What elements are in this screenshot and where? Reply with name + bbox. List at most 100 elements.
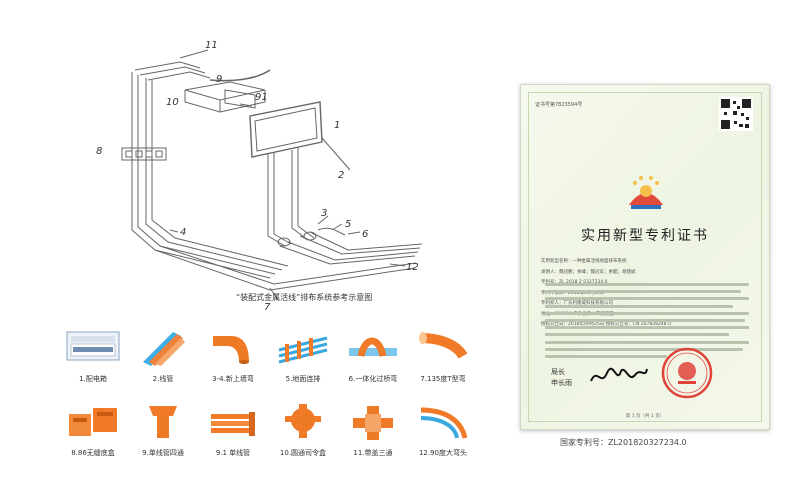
signature-label-chief: 局长 bbox=[551, 368, 565, 376]
diagram-caption: “装配式金属活线”排布系统参考示意图 bbox=[236, 293, 373, 302]
leader-12 bbox=[389, 263, 406, 267]
certificate-line: 专利权人：广东利建威科技有限公司 bbox=[541, 301, 613, 306]
part-label: 1.配电箱 bbox=[79, 375, 107, 383]
floor-connector-icon bbox=[273, 321, 333, 371]
label-91: 91 bbox=[255, 92, 268, 103]
long-run-7a bbox=[154, 249, 416, 291]
part-label: 9.1 单线管 bbox=[215, 449, 251, 457]
bridge-bend-5a bbox=[277, 237, 291, 247]
part-label: 2.线管 bbox=[152, 375, 174, 383]
top-pipe-c bbox=[147, 71, 211, 81]
part-single-pipe: 9.1 单线管 bbox=[203, 395, 263, 463]
patent-certificate: 证书号第7823594号 实用新型专利证书 实用新型名称：一种金属活线地面排布系… bbox=[520, 84, 770, 430]
bridge-bend-5b bbox=[303, 231, 317, 241]
signature-title: 局长 申长雨 bbox=[551, 367, 572, 389]
part-label: 3-4.新上墙弯 bbox=[212, 375, 254, 383]
label-7: 7 bbox=[264, 302, 271, 313]
panel-pipe-d bbox=[297, 148, 315, 239]
label-4: 4 bbox=[180, 227, 186, 238]
cable-9 bbox=[209, 69, 271, 82]
leader-3 bbox=[317, 215, 329, 225]
patent-emblem-icon bbox=[629, 176, 663, 209]
part-distribution-box: 1.配电箱 bbox=[63, 321, 123, 389]
part-label: 6.一体化过桥弯 bbox=[348, 375, 398, 383]
connector-6 bbox=[317, 227, 346, 236]
long-run-7b bbox=[159, 245, 417, 285]
certificate-inner-border bbox=[528, 92, 762, 422]
system-diagram: 11 9 91 10 1 8 2 3 5 6 4 12 7 bbox=[60, 20, 460, 315]
panel-pipe-c bbox=[291, 150, 309, 241]
part-tee-cover: 11.带盖三通 bbox=[343, 395, 403, 463]
leader-2 bbox=[321, 137, 351, 171]
panel-1-inner bbox=[254, 107, 318, 152]
part-floor-connector: 5.地面连排 bbox=[273, 321, 333, 389]
tee-cover-icon bbox=[343, 395, 403, 445]
panel-1 bbox=[249, 101, 323, 158]
certificate-line: 专利号：ZL 2018 2 0327234.0 bbox=[541, 278, 751, 289]
leader-4 bbox=[169, 229, 179, 233]
single-pipe-icon bbox=[203, 395, 263, 445]
bridge-bend-icon bbox=[343, 321, 403, 371]
part-big-elbow: 12.90度大弯头 bbox=[413, 395, 473, 463]
vertical-pipe-1 bbox=[131, 72, 271, 279]
connector-8-slot-b bbox=[135, 150, 143, 158]
certificate-line: 发明人：魏冠鹏；余峰；魏冠军；余鲲；胡建斌 bbox=[541, 269, 636, 275]
certificate-body-text bbox=[545, 283, 749, 362]
part-t-bend: 7.135度T型弯 bbox=[413, 321, 473, 389]
certificate-title: 实用新型专利证书 bbox=[581, 228, 709, 244]
label-1: 1 bbox=[334, 120, 340, 131]
floor-run-a bbox=[279, 245, 416, 265]
leader-7 bbox=[269, 287, 279, 301]
part-bridge-bend: 6.一体化过桥弯 bbox=[343, 321, 403, 389]
panel-pipe-a bbox=[267, 154, 286, 247]
floor-run-b bbox=[287, 241, 419, 261]
certificate-line: 实用新型名称：一种金属活线地面排布系统 bbox=[541, 259, 627, 264]
label-10: 10 bbox=[166, 97, 179, 108]
label-8: 8 bbox=[96, 146, 102, 157]
top-pipe-b bbox=[139, 66, 206, 76]
big-elbow-icon bbox=[413, 395, 473, 445]
connector-8-slot-c bbox=[145, 150, 153, 158]
part-seamless-box: 8.86无缝底盒 bbox=[63, 395, 123, 463]
leader-11 bbox=[179, 49, 209, 59]
label-11: 11 bbox=[205, 40, 218, 51]
t-bend-icon bbox=[413, 321, 473, 371]
certificate-line: 授权公告日：2018年09月25日 授权公告号：CN 207828248 U bbox=[541, 322, 672, 327]
junction-box-91 bbox=[224, 89, 256, 109]
seamless-box-icon bbox=[63, 395, 123, 445]
connector-8 bbox=[121, 147, 167, 161]
four-way-icon bbox=[133, 395, 193, 445]
round-box-icon bbox=[273, 395, 333, 445]
signature-label-name: 申长雨 bbox=[551, 379, 572, 387]
floor-run-c bbox=[299, 235, 421, 255]
signature-icon bbox=[590, 367, 648, 382]
label-6: 6 bbox=[362, 229, 368, 240]
qr-code-icon bbox=[719, 97, 753, 131]
leader-91 bbox=[239, 103, 253, 107]
conduit-icon bbox=[133, 321, 193, 371]
label-12: 12 bbox=[406, 262, 419, 273]
junction-box-10-side bbox=[219, 90, 266, 113]
label-9: 9 bbox=[216, 74, 222, 85]
label-3: 3 bbox=[321, 208, 327, 219]
part-round-box: 10.圆通司令盒 bbox=[273, 395, 333, 463]
part-conduit: 2.线管 bbox=[133, 321, 193, 389]
wall-elbow-icon bbox=[203, 321, 263, 371]
panel-pipe-b bbox=[273, 152, 292, 245]
leader-5 bbox=[331, 223, 343, 231]
part-label: 8.86无缝底盒 bbox=[71, 449, 115, 457]
floor-run-d bbox=[309, 231, 423, 251]
diagram-svg: 11 9 91 10 1 8 2 3 5 6 4 12 7 bbox=[96, 40, 423, 313]
part-label: 5.地面连排 bbox=[285, 375, 321, 383]
junction-box-10-front bbox=[184, 90, 221, 113]
part-label: 11.带盖三通 bbox=[353, 449, 393, 457]
official-seal-icon bbox=[661, 347, 713, 399]
part-wall-elbow: 3-4.新上墙弯 bbox=[203, 321, 263, 389]
connector-8-slot-d bbox=[155, 150, 163, 158]
certificate-number: 证书号第7823594号 bbox=[535, 102, 583, 108]
part-four-way: 9.单线管四通 bbox=[133, 395, 193, 463]
part-label: 12.90度大弯头 bbox=[418, 449, 468, 457]
patent-number: 国家专利号：ZL201820327234.0 bbox=[560, 438, 687, 447]
label-5: 5 bbox=[345, 219, 351, 230]
part-label: 10.圆通司令盒 bbox=[279, 449, 327, 457]
